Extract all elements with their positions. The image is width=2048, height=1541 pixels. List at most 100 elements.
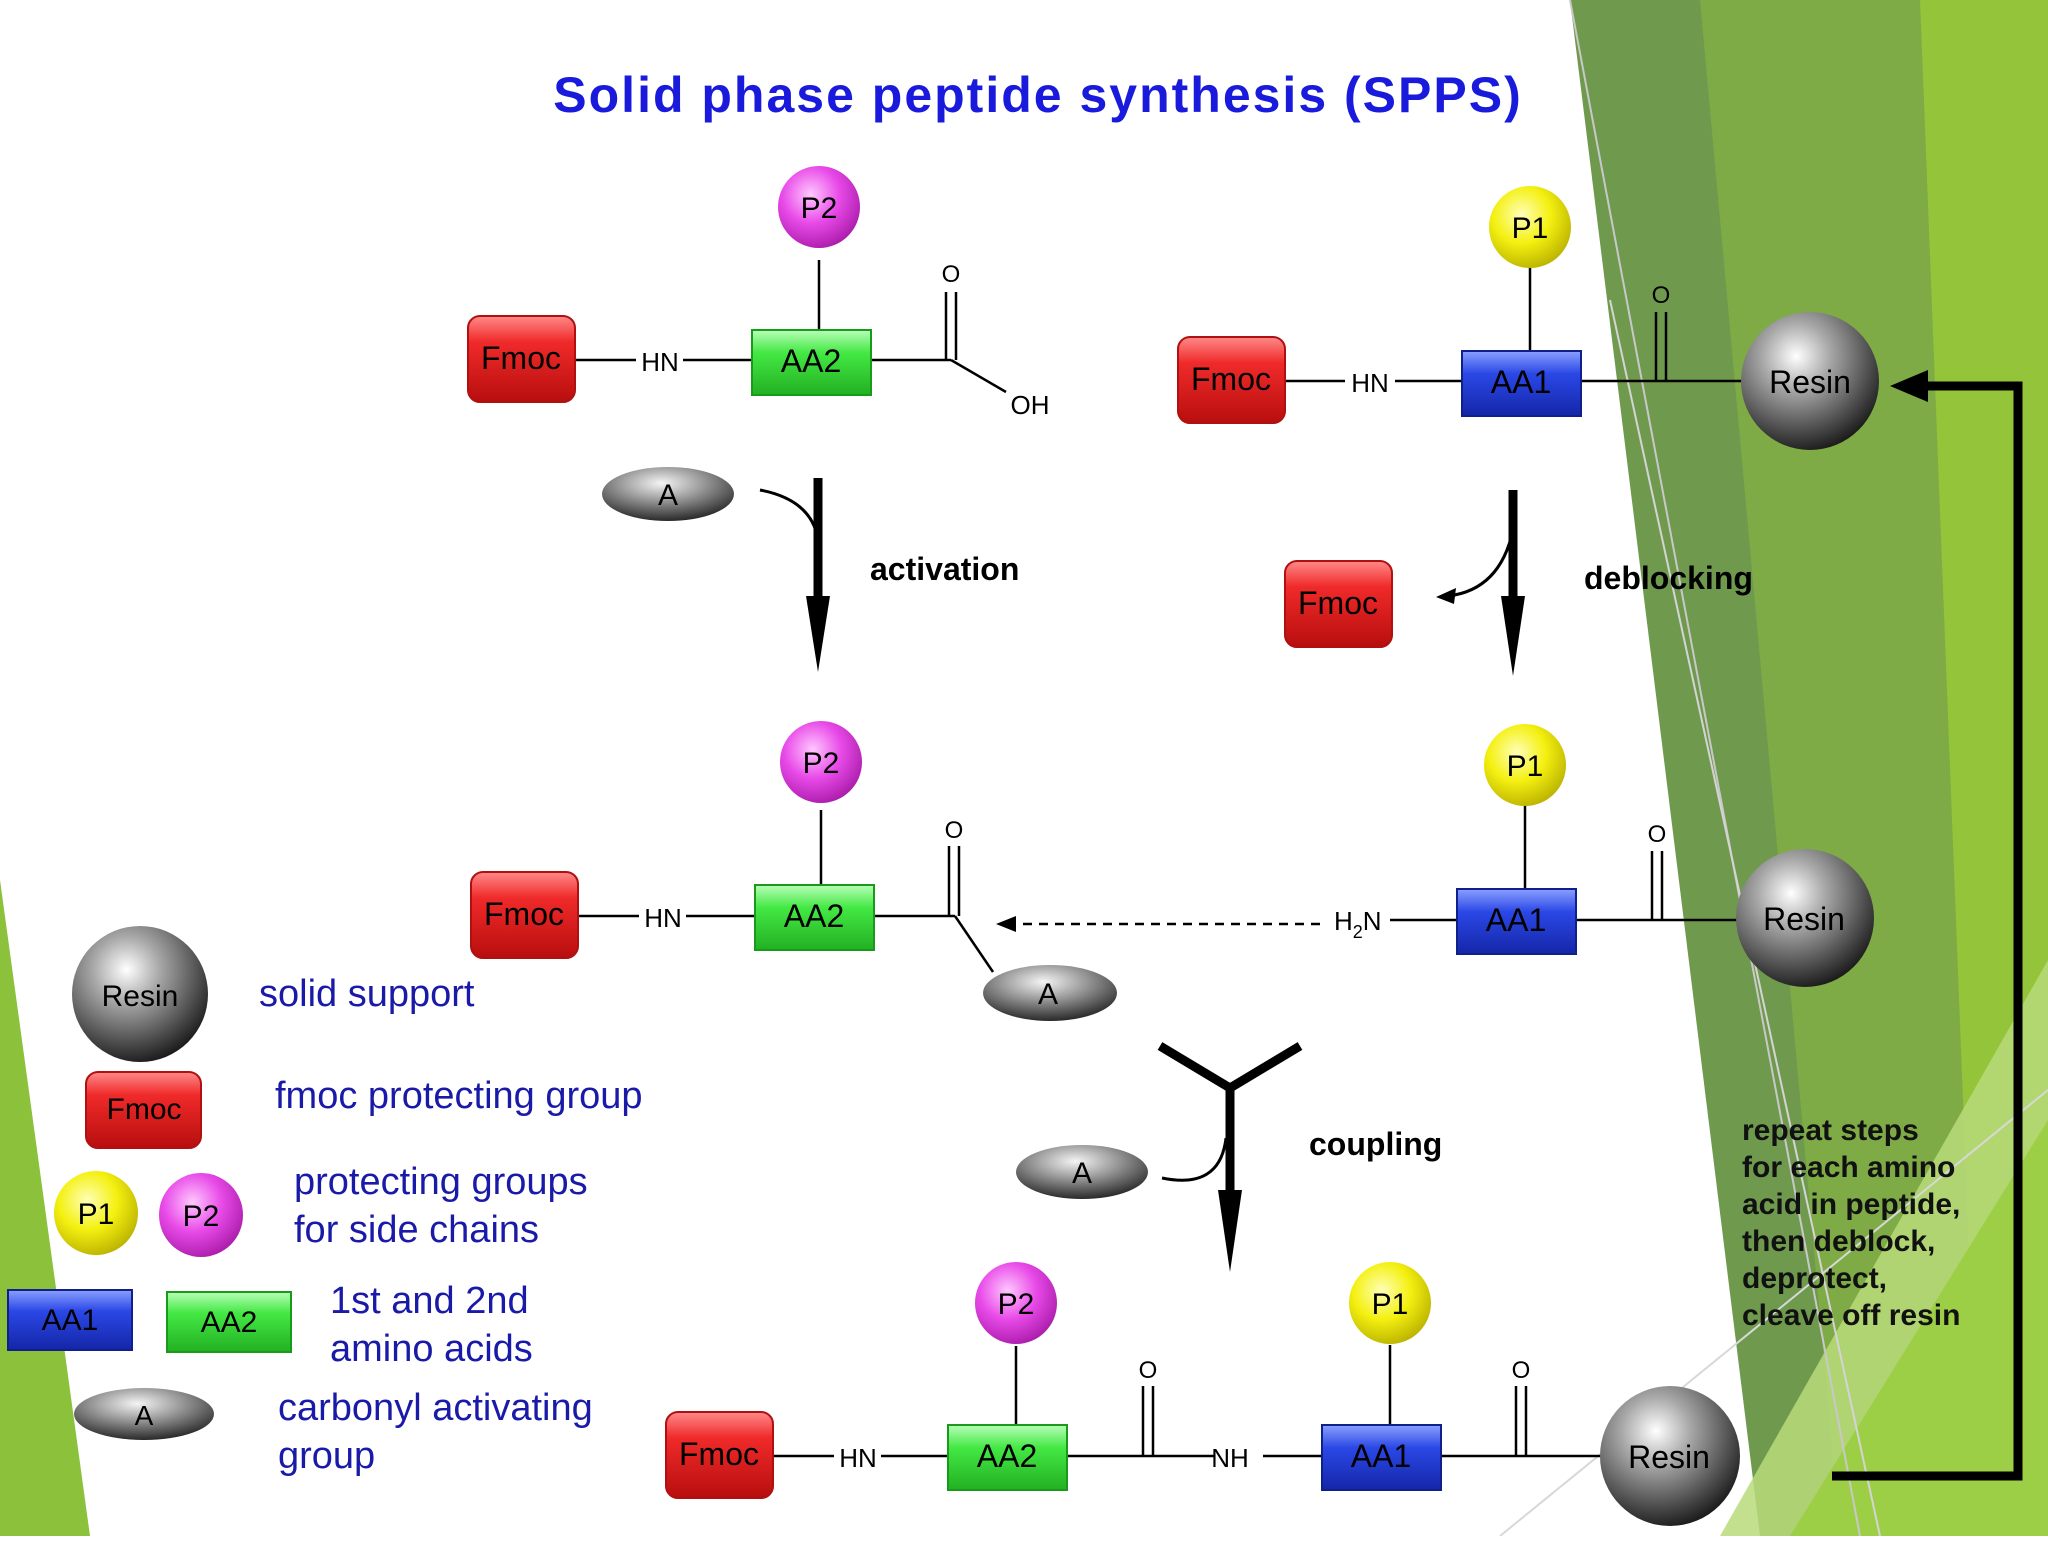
legend-aa2-block: [166, 1291, 292, 1353]
legend-aa-desc-1: 1st and 2nd: [330, 1280, 529, 1322]
repeat-text-line: for each amino: [1742, 1151, 1955, 1184]
aa1-label: AA1: [1491, 364, 1551, 400]
p1-sphere: [1349, 1262, 1431, 1344]
p2-label: P2: [801, 192, 838, 225]
fmoc-block: [467, 315, 576, 403]
legend-resin-sphere: [72, 926, 208, 1062]
aa2-block: [754, 884, 875, 951]
activation-label: activation: [870, 551, 1019, 587]
p1-label: P1: [1372, 1288, 1409, 1321]
page-title: Solid phase peptide synthesis (SPPS): [553, 67, 1522, 123]
p1-sphere: [1484, 724, 1566, 806]
legend-pg-desc-2: for side chains: [294, 1209, 539, 1251]
nucleophilic-attack-arrow: [996, 916, 1320, 932]
legend-resin-desc: solid support: [259, 973, 475, 1015]
aa1-label: AA1: [1486, 902, 1546, 938]
repeat-text-line: repeat steps: [1742, 1114, 1919, 1147]
p2-sphere: [975, 1262, 1057, 1344]
legend-aa1-block: [7, 1289, 133, 1351]
activation-arrow-head: [806, 596, 830, 672]
legend-p2-label: P2: [183, 1200, 220, 1233]
repeat-text-line: deprotect,: [1742, 1262, 1887, 1295]
fmoc-release-arrowhead: [1436, 588, 1456, 604]
fmoc-block: [665, 1411, 774, 1499]
legend-a-desc-2: group: [278, 1435, 375, 1477]
resin-label: Resin: [1769, 364, 1851, 400]
legend-resin-label: Resin: [102, 980, 179, 1013]
legend-aa-desc-2: amino acids: [330, 1328, 533, 1370]
fmoc-label: Fmoc: [679, 1436, 759, 1472]
coupling-arrow-head: [1218, 1190, 1242, 1272]
fmoc-label: Fmoc: [1191, 361, 1271, 397]
legend-p2-sphere: [159, 1173, 243, 1257]
legend-activator-oval: [74, 1388, 214, 1440]
p2-sphere: [780, 721, 862, 803]
aa2-label: AA2: [781, 343, 841, 379]
legend-p1-label: P1: [78, 1198, 115, 1231]
fmoc-released-block: [1284, 560, 1393, 648]
deblocking-step: Fmoc deblocking: [1284, 490, 1753, 676]
p2-sphere: [778, 166, 860, 248]
amine-label: H2N: [1334, 906, 1382, 942]
aa1-block: [1456, 888, 1577, 955]
aa1-block: [1321, 1424, 1442, 1491]
hn-label: HN: [641, 347, 679, 377]
activator-label: A: [1038, 978, 1058, 1011]
repeat-loop-arrow: [1832, 370, 2023, 1481]
hn-label: HN: [839, 1443, 877, 1473]
legend-pg-desc-1: protecting groups: [294, 1161, 588, 1203]
repeat-text-line: then deblock,: [1742, 1225, 1935, 1258]
fmoc-label: Fmoc: [481, 340, 561, 376]
oh-label: OH: [1011, 390, 1050, 420]
fmoc-label: Fmoc: [1298, 585, 1378, 621]
p2-label: P2: [998, 1288, 1035, 1321]
activator-curve: [759, 488, 820, 541]
p1-sphere: [1489, 186, 1571, 268]
molecule-fmoc-aa1-resin: Fmoc HN AA1 P1 O Resin: [1177, 186, 1879, 450]
molecule-fmoc-aa2-acid: Fmoc HN AA2 P2 O OH: [467, 166, 1050, 420]
hn-label: HN: [644, 903, 682, 933]
deblocking-arrow-head: [1501, 596, 1525, 676]
repeat-text: repeat steps for each amino acid in pept…: [1742, 1114, 1960, 1332]
aa2-block: [947, 1424, 1068, 1491]
molecule-h2n-aa1-resin: H2N AA1 P1 O Resin: [1334, 724, 1874, 987]
fmoc-block: [470, 871, 579, 959]
coupling-label: coupling: [1309, 1126, 1442, 1162]
resin-label: Resin: [1763, 901, 1845, 937]
legend-fmoc-desc: fmoc protecting group: [275, 1075, 643, 1117]
legend-aa2-label: AA2: [201, 1306, 258, 1339]
activator-oval: [983, 965, 1117, 1021]
legend-activator-label: A: [135, 1400, 154, 1431]
aa1-block: [1461, 350, 1582, 417]
molecule-dipeptide-resin: Fmoc HN AA2 P2 O NH AA1 P1 O Resin: [665, 1262, 1740, 1526]
legend-fmoc-block: [85, 1071, 202, 1149]
activator-oval: [602, 467, 734, 521]
p1-label: P1: [1507, 750, 1544, 783]
activator-label: A: [1072, 1157, 1092, 1190]
molecule-activated-aa2: Fmoc HN AA2 P2 O A: [470, 721, 1117, 1021]
resin-sphere: [1736, 849, 1874, 987]
legend-p1-sphere: [54, 1171, 138, 1255]
fmoc-release-curve: [1447, 529, 1515, 598]
oxygen-label: O: [1139, 1357, 1158, 1384]
resin-sphere: [1741, 312, 1879, 450]
p1-label: P1: [1512, 212, 1549, 245]
legend-a-desc-1: carbonyl activating: [278, 1387, 593, 1429]
nh-label: NH: [1211, 1443, 1249, 1473]
legend: Resin solid support Fmoc fmoc protecting…: [7, 926, 643, 1477]
fmoc-block: [1177, 336, 1286, 424]
oxygen-label: O: [1652, 282, 1671, 309]
aa2-label: AA2: [977, 1438, 1037, 1474]
aa1-label: AA1: [1351, 1438, 1411, 1474]
resin-label: Resin: [1628, 1439, 1710, 1475]
green-wedge-left: [0, 880, 90, 1536]
activator-oval: [1016, 1145, 1148, 1199]
fmoc-label: Fmoc: [484, 896, 564, 932]
oxygen-label: O: [1512, 1357, 1531, 1384]
activator-label: A: [658, 479, 678, 512]
deco-line: [1499, 1089, 2048, 1537]
aa2-block: [751, 329, 872, 396]
deblocking-label: deblocking: [1584, 560, 1753, 596]
